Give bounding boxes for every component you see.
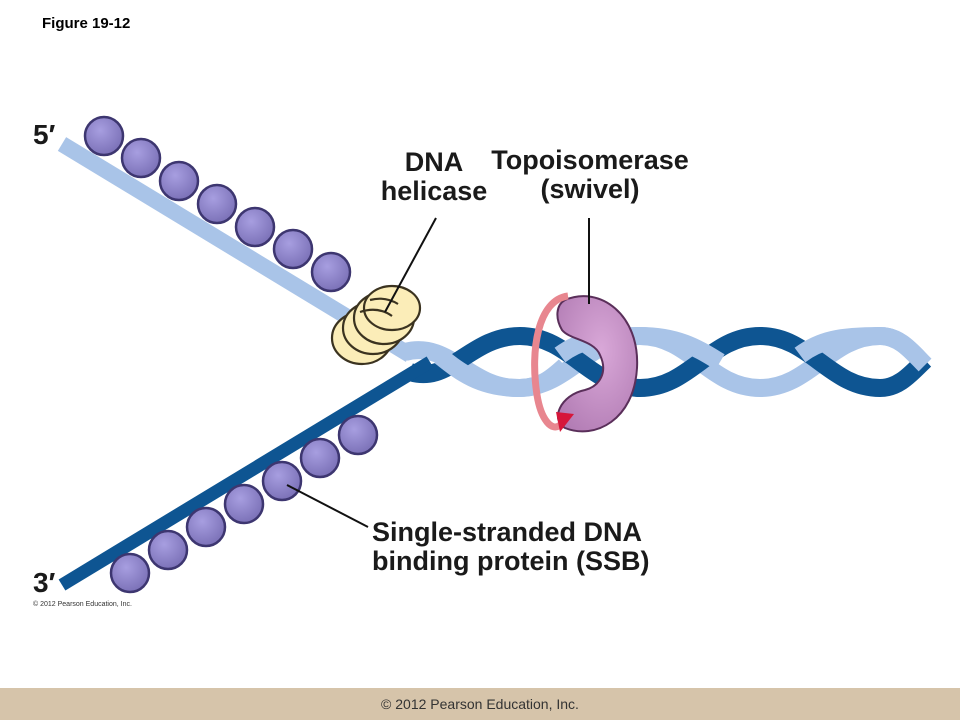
- helicase-leader-line: [384, 217, 437, 313]
- ssb-protein: [196, 183, 238, 225]
- ssb-protein: [299, 437, 341, 479]
- ssb-protein: [147, 529, 189, 571]
- ssb-top-group: [83, 115, 352, 293]
- three-prime-label: 3′: [33, 567, 56, 598]
- ssb-protein: [310, 251, 352, 293]
- helix-light-front: [554, 326, 725, 370]
- ssb-label: Single-stranded DNA binding protein (SSB…: [372, 517, 650, 577]
- helix-light-front-2: [794, 326, 932, 372]
- figure-label: Figure 19-12: [42, 15, 131, 32]
- topo-label-line1: Topoisomerase: [491, 145, 689, 175]
- small-copyright: © 2012 Pearson Education, Inc.: [33, 601, 132, 608]
- ssb-leader-line: [286, 484, 369, 528]
- five-prime-label: 5′: [33, 119, 56, 150]
- ssb-protein: [223, 483, 265, 525]
- helix-light-front-3: [434, 348, 572, 398]
- ssb-protein: [109, 552, 151, 594]
- ssb-protein: [158, 160, 200, 202]
- ssb-protein: [234, 206, 276, 248]
- ssb-protein: [185, 506, 227, 548]
- ssb-protein: [120, 137, 162, 179]
- swivel-arrowhead: [556, 412, 574, 432]
- ssb-protein: [261, 460, 303, 502]
- topoisomerase-protein: [556, 295, 639, 433]
- helicase-label-line1: DNA: [404, 147, 464, 177]
- bottom-strand: [58, 356, 434, 591]
- footer-bar: © 2012 Pearson Education, Inc.: [0, 688, 960, 720]
- topoisomerase-label: Topoisomerase (swivel): [470, 145, 710, 205]
- ssb-protein: [337, 414, 379, 456]
- footer-copyright: © 2012 Pearson Education, Inc.: [381, 696, 579, 712]
- helicase-protein: [330, 284, 422, 366]
- helicase-label: DNA helicase: [370, 147, 498, 207]
- helicase-label-line2: helicase: [380, 176, 488, 207]
- ssb-protein: [272, 228, 314, 270]
- ssb-label-line1: Single-stranded DNA: [372, 517, 643, 547]
- ssb-label-line2: binding protein (SSB): [372, 546, 650, 577]
- ssb-protein: [83, 115, 125, 157]
- helix-dark-strand: [407, 326, 932, 398]
- topo-label-line2: (swivel): [540, 174, 640, 205]
- ssb-bottom-group: [109, 414, 379, 594]
- swivel-arrow: [531, 292, 569, 431]
